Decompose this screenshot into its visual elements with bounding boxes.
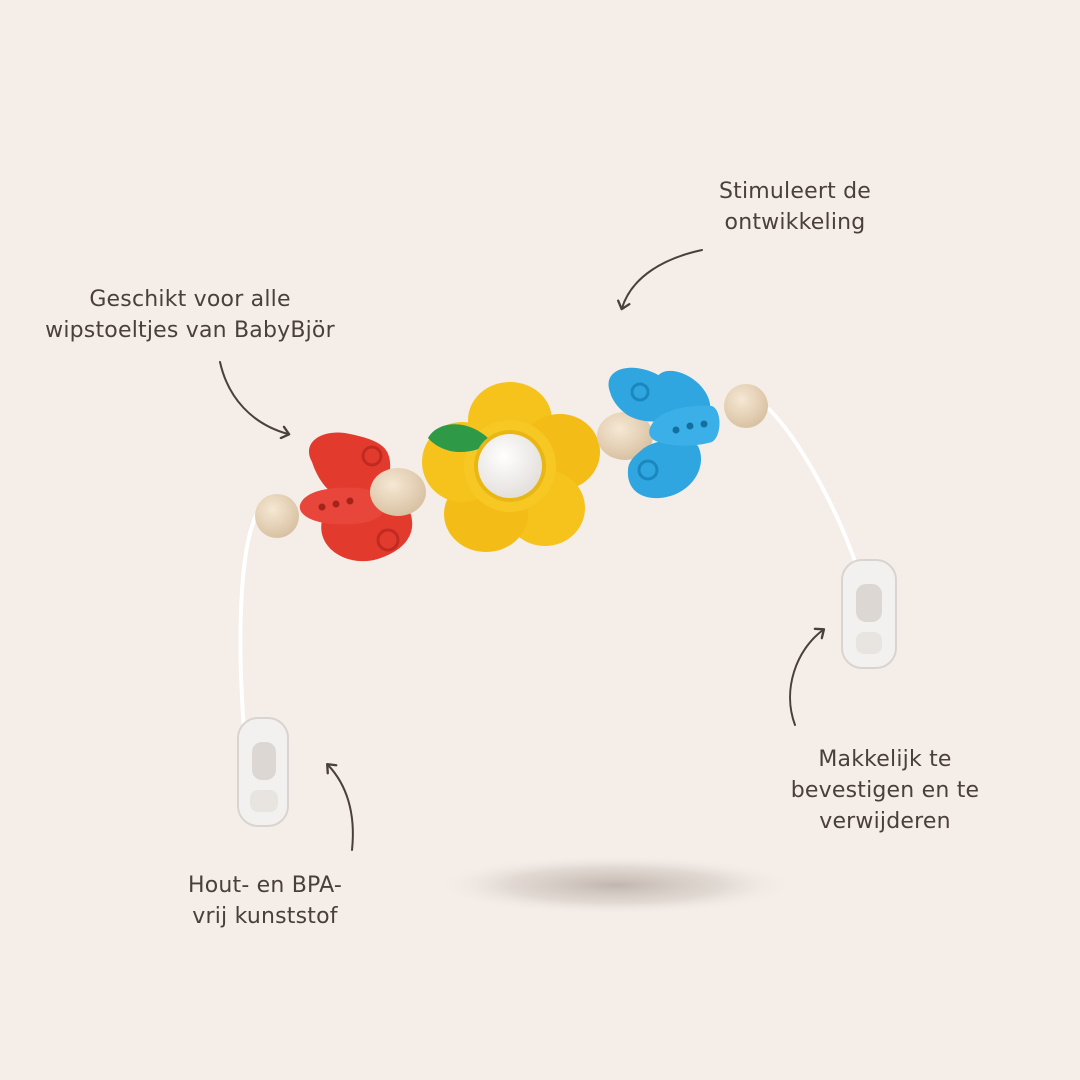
- curved-arrow-icon: [789, 627, 826, 726]
- wood-bead: [370, 468, 426, 516]
- right-string: [766, 406, 860, 571]
- curved-arrow-icon: [326, 762, 354, 851]
- callout-material: Hout- en BPA- vrij kunststof: [150, 870, 380, 932]
- callout-development-line1: Stimuleert de: [718, 179, 872, 204]
- blue-butterfly-icon: [608, 367, 720, 499]
- callout-compatible-line1: Geschikt voor alle: [89, 287, 291, 312]
- floor-shadow: [435, 855, 795, 915]
- left-string: [238, 511, 260, 731]
- leaf-icon: [428, 424, 492, 453]
- callout-development-line2: ontwikkeling: [724, 210, 866, 235]
- callout-material-line2: vrij kunststof: [192, 904, 338, 929]
- callout-development: Stimuleert de ontwikkeling: [690, 176, 900, 238]
- callout-attach: Makkelijk te bevestigen en te verwijdere…: [770, 744, 1000, 837]
- callout-material-line1: Hout- en BPA-: [187, 873, 343, 898]
- curved-arrow-icon: [219, 361, 291, 440]
- callout-attach-line1: Makkelijk te: [818, 747, 952, 772]
- right-clip: [841, 559, 897, 669]
- wood-bead: [597, 412, 653, 460]
- wood-bead: [255, 494, 299, 538]
- callout-compatible-line2: wipstoeltjes van BabyBjör: [45, 318, 335, 343]
- curved-arrow-icon: [617, 249, 703, 311]
- left-clip: [237, 717, 289, 827]
- callout-compatible: Geschikt voor alle wipstoeltjes van Baby…: [20, 284, 360, 346]
- callout-attach-line3: verwijderen: [819, 809, 951, 834]
- wood-bead: [724, 384, 768, 428]
- callout-attach-line2: bevestigen en te: [790, 778, 980, 803]
- yellow-flower-icon: [422, 382, 600, 552]
